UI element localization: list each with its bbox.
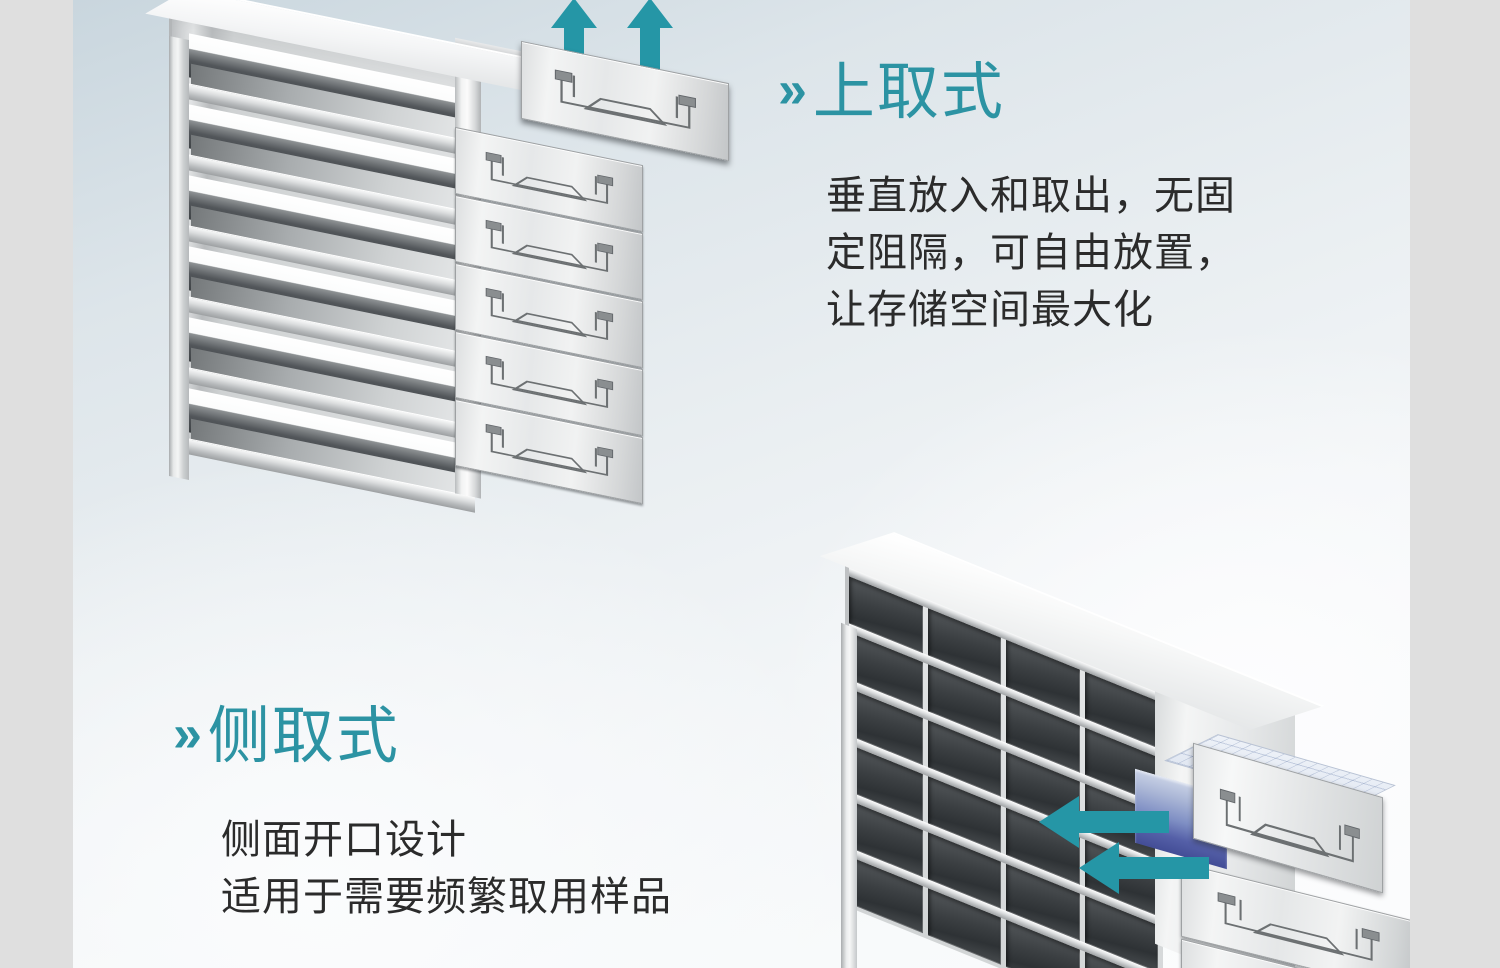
drawer-handle-icon [1209,780,1371,879]
drawer-handle-icon [475,212,624,285]
top-access-text-block: » 上取式 垂直放入和取出，无固 定阻隔，可自由放置， 让存储空间最大化 [778,62,1378,338]
drawer-front-4[interactable] [455,262,643,369]
right-page-margin [1410,0,1500,968]
drawer-handle-icon [475,280,624,353]
drawer-handle-icon [475,348,624,421]
drawer-handle-icon [475,144,624,217]
pulled-drawer-assembly[interactable] [1135,734,1410,894]
double-chevron-icon: » [173,705,202,763]
drawer-column [455,40,729,505]
side-access-text-block: » 侧取式 侧面开口设计 适用于需要频繁取用样品 [173,706,833,926]
left-arrow-icon-1 [1039,796,1169,848]
drawer-handle-icon [475,416,624,489]
top-access-freezer-rack-image [145,0,729,556]
drawer-front-2[interactable] [455,126,643,233]
pulled-drawer-front[interactable] [1193,742,1383,894]
drawer-handle-icon [543,60,708,144]
side-access-body-text: 侧面开口设计 适用于需要频繁取用样品 [221,818,672,919]
side-access-heading-label: 侧取式 [207,702,400,771]
double-chevron-icon: » [778,61,807,119]
drawer-front-5[interactable] [455,330,643,437]
up-arrow-icon-2 [627,0,673,102]
drawer-front-6[interactable] [455,398,643,505]
left-arrow-icon-2 [1079,842,1209,894]
side-access-freezer-rack-image [819,532,1410,968]
drawer-handle-icon [1205,883,1392,968]
top-access-heading-label: 上取式 [812,58,1005,127]
side-access-heading: » 侧取式 [173,706,833,768]
bottom-rack-left-post [841,622,857,968]
rack-left-post [169,35,189,481]
top-access-heading: » 上取式 [778,62,1378,124]
drawer-front-3[interactable] [455,194,643,301]
drawer-front-pulled[interactable] [521,40,729,162]
left-page-margin [0,0,73,968]
bottom-drawer-front-2[interactable] [1181,862,1410,968]
bottom-drawer-column [1181,796,1410,968]
content-canvas: » 上取式 垂直放入和取出，无固 定阻隔，可自由放置， 让存储空间最大化 » 侧… [73,0,1410,968]
top-access-body-text: 垂直放入和取出，无固 定阻隔，可自由放置， 让存储空间最大化 [826,174,1236,332]
